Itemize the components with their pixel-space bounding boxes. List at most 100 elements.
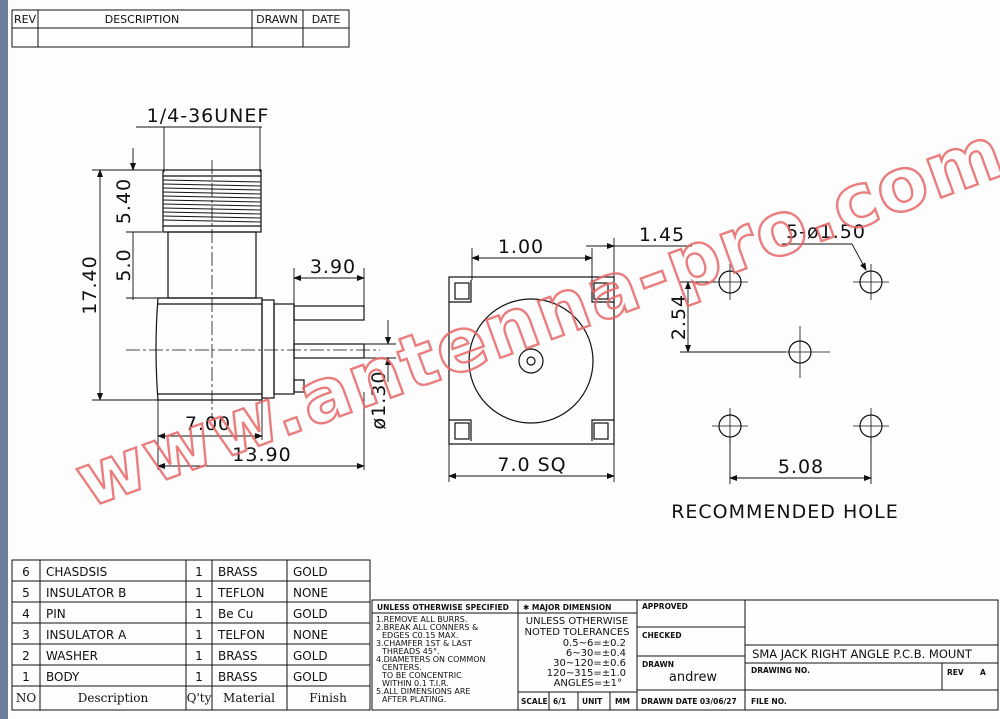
bom-qty: 1	[195, 586, 203, 600]
rev-value: A	[980, 668, 986, 677]
bom-description: PIN	[46, 607, 66, 621]
drawn-label: DRAWN	[642, 660, 674, 669]
front-view-dimension-lines	[448, 238, 692, 482]
bom-no: 3	[22, 628, 30, 642]
drawing-no-label: DRAWING NO.	[751, 666, 810, 675]
note-line: TO BE CONCENTRIC	[381, 671, 462, 680]
dim-5-0: 5.0	[113, 248, 135, 281]
tolerance-line: UNLESS OTHERWISE	[526, 616, 628, 627]
note-line: CENTERS.	[382, 663, 422, 672]
bom-table: 6 CHASDSIS 1 BRASS GOLD 5 INSULATOR B 1 …	[16, 565, 347, 705]
bom-finish: NONE	[293, 628, 328, 642]
note-line: THREADS 45°.	[381, 647, 440, 656]
bom-qty: 1	[195, 628, 203, 642]
bom-description: BODY	[46, 670, 80, 684]
dim-5-08: 5.08	[778, 456, 824, 478]
rev-header: REV	[14, 13, 37, 26]
scale-label: SCALE	[521, 697, 548, 706]
note-line: AFTER PLATING.	[382, 695, 446, 704]
drawing-sheet	[8, 0, 1000, 719]
hole-count-diameter: 5-ø1.50	[786, 221, 866, 243]
bom-material: TEFLON	[217, 586, 265, 600]
recommended-hole-view	[718, 270, 883, 438]
unit-label: UNIT	[582, 697, 603, 706]
bom-header-material: Material	[223, 691, 275, 705]
bom-no: 6	[22, 565, 30, 579]
bom-qty: 1	[195, 649, 203, 663]
bom-description: INSULATOR B	[46, 586, 126, 600]
bom-description: INSULATOR A	[46, 628, 127, 642]
bom-material: BRASS	[218, 565, 258, 579]
major-dimension-label: ✱ MAJOR DIMENSION	[523, 603, 611, 612]
bom-description: WASHER	[46, 649, 98, 663]
description-header: DESCRIPTION	[105, 13, 179, 26]
sheet-frame-border	[0, 0, 8, 719]
bom-qty: 1	[195, 607, 203, 621]
dim-2-54: 2.54	[668, 294, 690, 340]
unit-value: MM	[615, 697, 630, 706]
rev-label: REV	[947, 668, 964, 677]
dim-1-00: 1.00	[498, 236, 544, 258]
dim-5-40: 5.40	[113, 178, 135, 224]
dim-7-00: 7.00	[185, 413, 231, 435]
bom-material: Be Cu	[218, 607, 253, 621]
bom-row: 5 INSULATOR B 1 TEFLON NONE	[22, 586, 328, 600]
bom-material: BRASS	[218, 670, 258, 684]
bom-header-no: NO	[16, 691, 37, 705]
bom-row: 2 WASHER 1 BRASS GOLD	[22, 649, 327, 663]
bom-finish: GOLD	[293, 649, 328, 663]
dim-3-90: 3.90	[310, 256, 356, 278]
note-line: 1.REMOVE ALL BURRS.	[376, 615, 467, 624]
dim-7-0-sq: 7.0 SQ	[497, 454, 566, 476]
dim-17-40: 17.40	[79, 255, 101, 314]
unless-specified-label: UNLESS OTHERWISE SPECIFIED	[377, 603, 509, 612]
checked-label: CHECKED	[642, 631, 682, 640]
note-line: 3.CHAMFER 1ST & LAST	[376, 639, 472, 648]
note-line: EDGES C0.15 MAX.	[382, 631, 458, 640]
bom-finish: GOLD	[293, 565, 328, 579]
drawn-header: DRAWN	[256, 13, 298, 26]
side-view-dimension-lines	[92, 126, 396, 470]
bom-row: 4 PIN 1 Be Cu GOLD	[22, 607, 327, 621]
bom-no: 5	[22, 586, 30, 600]
side-view-centerlines	[126, 160, 380, 420]
tolerance-line: 0.5~6=±0.2	[563, 638, 626, 649]
bom-qty: 1	[195, 670, 203, 684]
note-line: 4.DIAMETERS ON COMMON	[376, 655, 486, 664]
bom-no: 1	[22, 670, 30, 684]
bom-no: 2	[22, 649, 30, 663]
bom-row: 3 INSULATOR A 1 TELFON NONE	[22, 628, 328, 642]
approved-label: APPROVED	[642, 602, 688, 611]
tolerance-line: 30~120=±0.6	[553, 658, 626, 669]
bom-header-qty: Q'ty	[187, 691, 212, 705]
scale-value: 6/1	[553, 697, 566, 706]
drawn-by-value: andrew	[669, 670, 718, 685]
bom-description: CHASDSIS	[46, 565, 107, 579]
dim-13-90: 13.90	[232, 444, 291, 466]
drawn-date: DRAWN DATE 03/06/27	[641, 697, 737, 706]
drawing-title: SMA JACK RIGHT ANGLE P.C.B. MOUNT	[752, 647, 973, 661]
tolerance-line: ANGLES=±1°	[554, 678, 622, 689]
bom-row: 1 BODY 1 BRASS GOLD	[22, 670, 327, 684]
thread-spec-label: 1/4-36UNEF	[147, 105, 270, 127]
hole-centerlines	[712, 264, 889, 444]
dim-1-45: 1.45	[639, 224, 685, 246]
note-line: 2.BREAK ALL CONNERS &	[376, 623, 478, 632]
revision-block	[11, 9, 350, 48]
tolerance-line: NOTED TOLERANCES	[524, 627, 629, 638]
note-line: 5.ALL DIMENSIONS ARE	[376, 687, 470, 696]
date-header: DATE	[312, 13, 341, 26]
bom-finish: GOLD	[293, 670, 328, 684]
bom-finish: NONE	[293, 586, 328, 600]
title-block-grid	[371, 599, 999, 711]
bom-finish: GOLD	[293, 607, 328, 621]
bom-header-description: Description	[78, 691, 149, 705]
bom-header-row: NO Description Q'ty Material Finish	[16, 691, 347, 705]
bom-table-grid	[11, 559, 371, 711]
note-line: WITHIN 0.1 T.I.R.	[382, 679, 449, 688]
bom-material: BRASS	[218, 649, 258, 663]
bom-no: 4	[22, 607, 30, 621]
bom-qty: 1	[195, 565, 203, 579]
front-view	[448, 276, 615, 445]
